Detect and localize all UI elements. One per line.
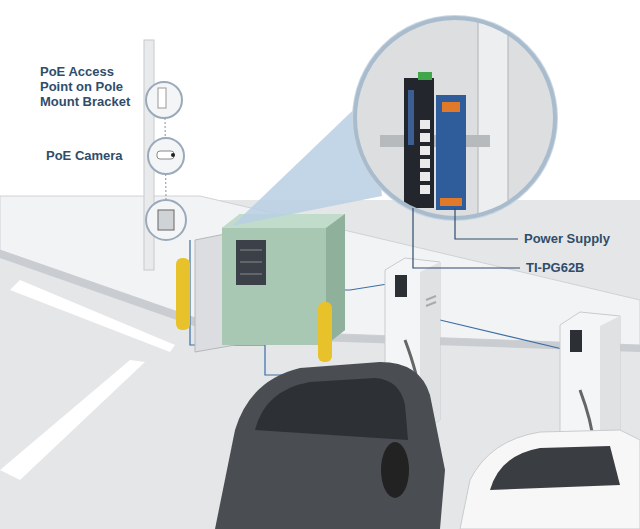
- white-car: [460, 430, 640, 529]
- enclosure-frame: [478, 10, 508, 230]
- bollard: [318, 302, 332, 362]
- car-windshield: [490, 446, 620, 490]
- leader-line: [413, 208, 520, 268]
- charger-vent: [426, 296, 436, 300]
- psu-badge: [442, 102, 460, 112]
- panel-background: [350, 10, 560, 230]
- switch-label-strip: [408, 90, 414, 145]
- camera-icon: [157, 151, 174, 159]
- zoom-circle: [355, 18, 555, 218]
- power-supply: [436, 95, 466, 210]
- poe-switch: [404, 78, 434, 208]
- parking-line: [0, 360, 145, 480]
- ethernet-port: [420, 185, 430, 194]
- ethernet-port: [420, 172, 430, 181]
- access-point-icon: [158, 88, 166, 108]
- ethernet-port: [420, 120, 430, 129]
- part-label: Power Supply: [524, 231, 636, 246]
- ap-callout: [146, 82, 182, 118]
- cabinet-rail: [240, 274, 262, 275]
- ethernet-port: [420, 133, 430, 142]
- ethernet-port: [420, 146, 430, 155]
- car-wheel: [381, 442, 409, 498]
- ethernet-port: [420, 159, 430, 168]
- din-rail: [380, 135, 490, 147]
- zoom-view: [350, 10, 560, 230]
- cabinet-rail: [240, 250, 262, 251]
- bollard: [176, 258, 190, 330]
- car-windshield: [255, 378, 408, 440]
- camera-lens: [171, 153, 175, 157]
- device-label: PoE Access Point on Pole Mount Bracket: [40, 64, 150, 109]
- parking-line: [10, 280, 175, 352]
- device-label: PoE Camera: [46, 148, 146, 163]
- cabinet-rail: [240, 262, 262, 263]
- charger-display: [395, 275, 407, 297]
- cabinet-callout: [146, 200, 186, 240]
- charger-vent: [426, 302, 436, 306]
- cabinet-icon: [158, 210, 174, 230]
- charger-display: [570, 330, 582, 352]
- psu-terminal: [440, 198, 462, 206]
- dark-car: [215, 362, 445, 529]
- leader-line: [455, 208, 518, 239]
- network-cable: [440, 320, 575, 352]
- camera-callout: [148, 138, 184, 174]
- cabinet-equipment: [236, 240, 266, 285]
- part-label: TI-PG62B: [526, 260, 636, 275]
- switch-terminal: [418, 72, 432, 80]
